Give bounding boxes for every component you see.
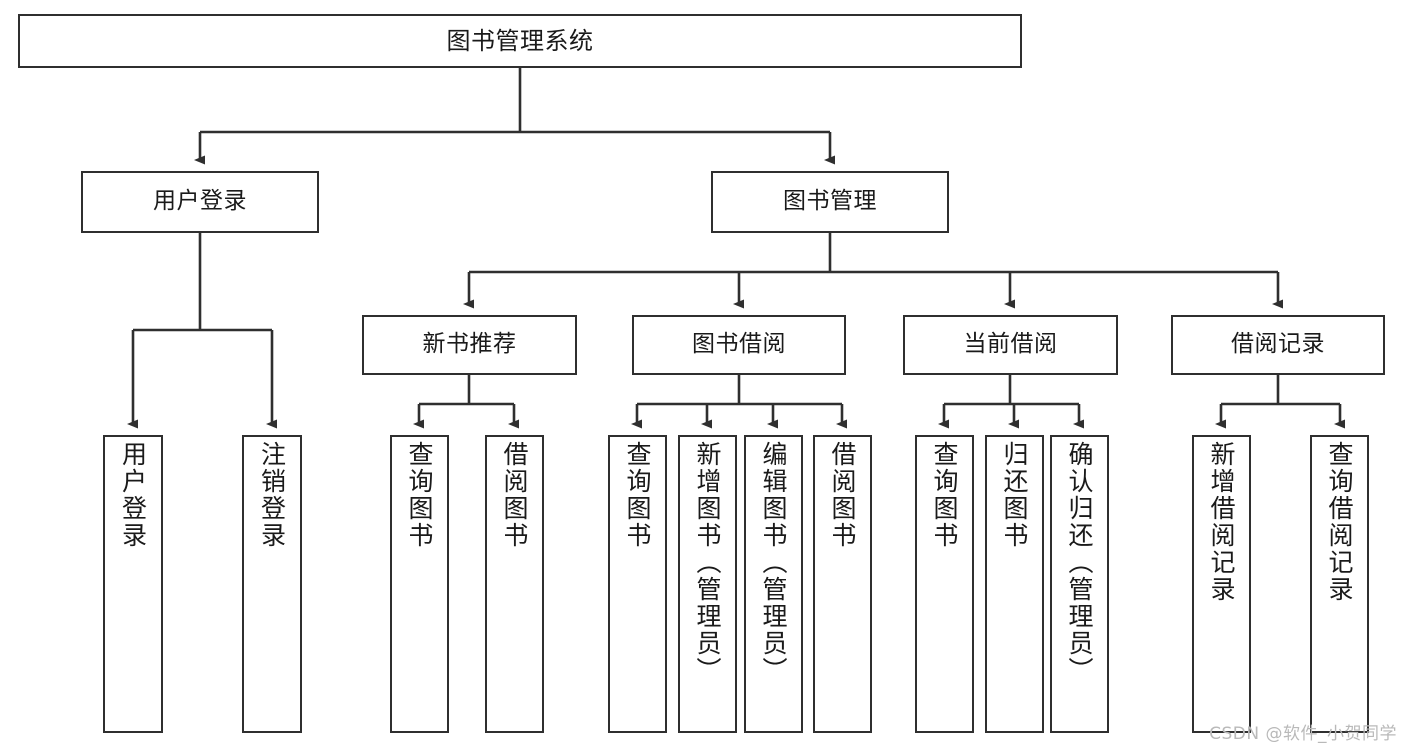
node-leaf-edit-book-label: 编辑图书（管理员） [759,441,788,684]
node-book-borrow-label: 图书借阅 [692,331,786,358]
node-leaf-confirm-return[interactable]: 确认归还（管理员） [1050,435,1109,733]
node-leaf-query-book-3-label: 查询图书 [930,441,959,549]
node-leaf-confirm-return-label: 确认归还（管理员） [1065,441,1094,684]
node-leaf-return-book[interactable]: 归还图书 [985,435,1044,733]
node-leaf-add-record[interactable]: 新增借阅记录 [1192,435,1251,733]
node-leaf-borrow-book-2-label: 借阅图书 [828,441,857,549]
node-new-book-rec-label: 新书推荐 [422,331,517,358]
node-leaf-query-book-1[interactable]: 查询图书 [390,435,449,733]
node-book-borrow[interactable]: 图书借阅 [632,315,846,375]
node-leaf-query-book-2[interactable]: 查询图书 [608,435,667,733]
node-leaf-query-book-3[interactable]: 查询图书 [915,435,974,733]
csdn-watermark: CSDN @软件_小贺同学 [1209,724,1397,744]
node-leaf-user-login[interactable]: 用户登录 [103,435,163,733]
node-leaf-query-book-2-label: 查询图书 [623,441,652,549]
node-leaf-query-book-1-label: 查询图书 [405,441,434,549]
node-user-login-label: 用户登录 [153,188,247,215]
node-current-borrow[interactable]: 当前借阅 [903,315,1118,375]
node-book-manage[interactable]: 图书管理 [711,171,949,233]
node-leaf-add-record-label: 新增借阅记录 [1207,441,1236,603]
node-root[interactable]: 图书管理系统 [18,14,1022,68]
node-leaf-borrow-book-1[interactable]: 借阅图书 [485,435,544,733]
node-leaf-user-login-label: 用户登录 [118,441,148,549]
node-borrow-record[interactable]: 借阅记录 [1171,315,1385,375]
node-leaf-query-record-label: 查询借阅记录 [1325,441,1354,603]
node-root-label: 图书管理系统 [446,26,594,55]
node-leaf-query-record[interactable]: 查询借阅记录 [1310,435,1369,733]
node-leaf-edit-book[interactable]: 编辑图书（管理员） [744,435,803,733]
node-leaf-return-book-label: 归还图书 [1000,441,1029,549]
node-leaf-borrow-book-1-label: 借阅图书 [500,441,529,549]
node-leaf-user-logout[interactable]: 注销登录 [242,435,302,733]
node-leaf-user-logout-label: 注销登录 [257,441,287,549]
node-borrow-record-label: 借阅记录 [1231,331,1325,358]
node-leaf-add-book[interactable]: 新增图书（管理员） [678,435,737,733]
node-leaf-borrow-book-2[interactable]: 借阅图书 [813,435,872,733]
node-current-borrow-label: 当前借阅 [963,331,1058,358]
node-user-login[interactable]: 用户登录 [81,171,319,233]
node-book-manage-label: 图书管理 [783,188,877,215]
node-leaf-add-book-label: 新增图书（管理员） [693,441,722,684]
node-new-book-rec[interactable]: 新书推荐 [362,315,577,375]
